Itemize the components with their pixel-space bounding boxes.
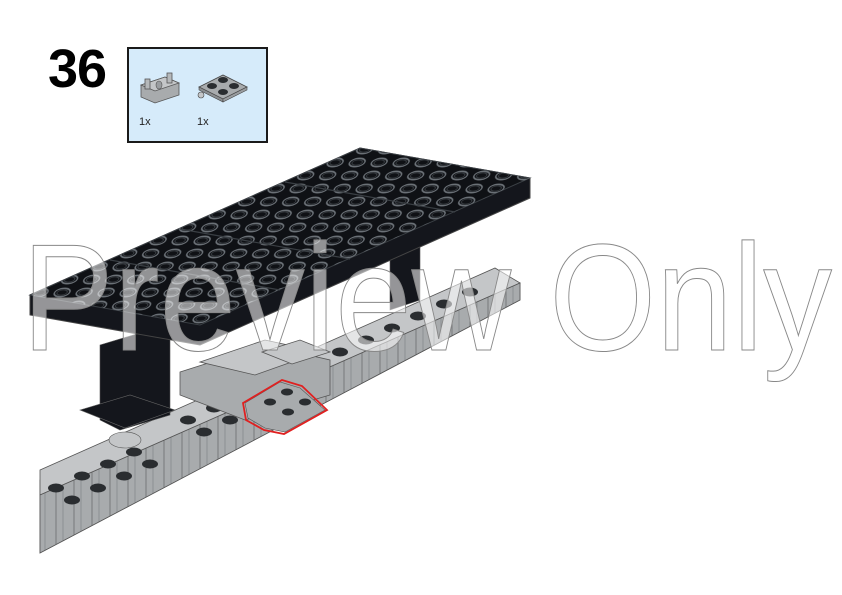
part-quantity-1: 1x bbox=[139, 116, 151, 128]
hinge-brick-icon bbox=[139, 72, 181, 104]
parts-callout-box: 1x 1x bbox=[127, 47, 268, 143]
part-quantity-2: 1x bbox=[197, 116, 209, 128]
red-highlight-outline bbox=[242, 379, 329, 435]
step-number: 36 bbox=[48, 39, 107, 99]
new-part-highlight-hinge-plate bbox=[242, 379, 329, 435]
black-support-column bbox=[79, 239, 421, 449]
black-plate-deck bbox=[28, 147, 532, 346]
hinge-plate-icon bbox=[197, 74, 248, 103]
